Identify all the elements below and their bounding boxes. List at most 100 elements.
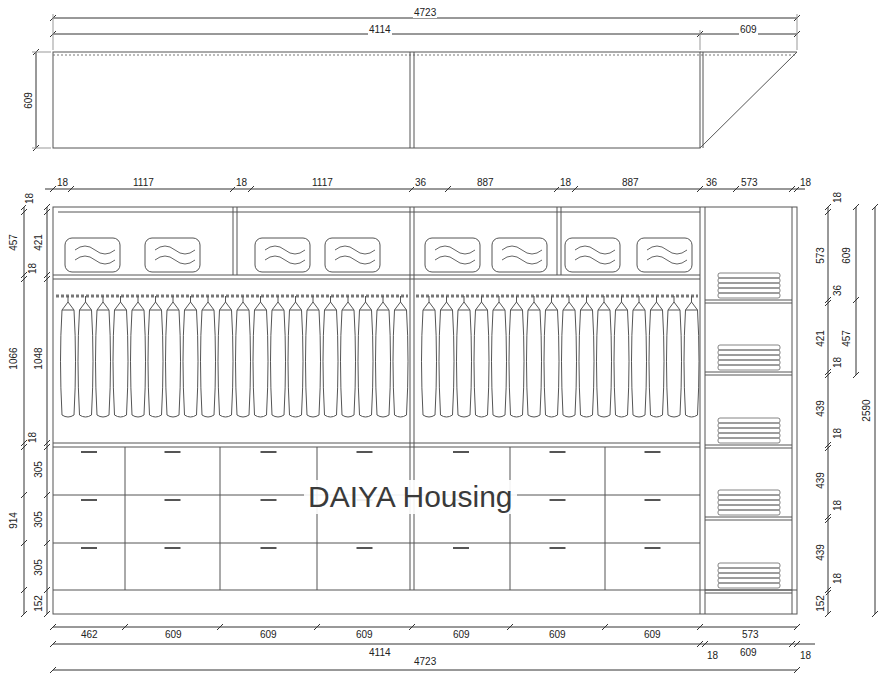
drawing-line bbox=[21, 492, 27, 498]
drawing-line bbox=[825, 369, 831, 375]
drawing-line bbox=[32, 148, 51, 149]
dimension-label: 18 bbox=[832, 356, 843, 369]
drawing-line bbox=[705, 593, 792, 594]
dimension-label: 609 bbox=[739, 647, 758, 658]
drawing-line bbox=[81, 451, 97, 453]
towel-fold bbox=[335, 256, 375, 264]
folded-clothes bbox=[718, 563, 780, 568]
drawing-line bbox=[453, 547, 469, 549]
drawing-line bbox=[44, 204, 50, 210]
towel-fold bbox=[435, 256, 475, 264]
towel-fold bbox=[502, 256, 542, 264]
dimension-label: 152 bbox=[33, 594, 44, 613]
drawing-line bbox=[44, 444, 50, 450]
folded-clothes bbox=[718, 428, 780, 433]
hanger bbox=[651, 296, 663, 310]
drawing-line bbox=[700, 52, 797, 148]
hanger bbox=[167, 296, 179, 310]
dimension-label: 439 bbox=[815, 471, 826, 490]
hanger bbox=[511, 296, 523, 310]
drawing-line bbox=[53, 447, 700, 448]
drawing-line bbox=[21, 540, 27, 546]
garment bbox=[61, 310, 76, 417]
dimension-label: 609 bbox=[23, 91, 34, 110]
hanger bbox=[581, 296, 593, 310]
drawing-line bbox=[453, 451, 469, 453]
drawing-line bbox=[56, 295, 408, 298]
drawing-line bbox=[248, 186, 254, 192]
hanger bbox=[360, 296, 372, 310]
towel-fold bbox=[75, 246, 115, 254]
drawing-line bbox=[53, 275, 700, 276]
panel bbox=[53, 52, 700, 148]
garment bbox=[684, 310, 699, 417]
towel bbox=[145, 238, 200, 272]
garment bbox=[253, 310, 268, 417]
drawing-line bbox=[797, 14, 798, 50]
hanger bbox=[237, 296, 249, 310]
towel bbox=[492, 238, 547, 272]
drawing-line bbox=[357, 547, 373, 549]
garment bbox=[131, 310, 146, 417]
dimension-label: 305 bbox=[33, 510, 44, 529]
folded-clothes bbox=[718, 573, 780, 578]
drawing-line bbox=[233, 207, 234, 275]
garment bbox=[562, 310, 577, 417]
drawing-line bbox=[550, 547, 566, 549]
garment bbox=[323, 310, 338, 417]
drawing-line bbox=[44, 611, 50, 617]
dimension-label: 1066 bbox=[8, 346, 19, 370]
folded-clothes bbox=[718, 418, 780, 423]
dimension-label: 18 bbox=[799, 650, 812, 661]
dimension-label: 887 bbox=[621, 177, 640, 188]
drawing-line bbox=[705, 207, 706, 614]
drawing-line bbox=[789, 641, 795, 647]
drawing-line bbox=[705, 375, 792, 376]
hanger bbox=[377, 296, 389, 310]
drawing-line bbox=[825, 445, 831, 451]
garment bbox=[306, 310, 321, 417]
drawing-line bbox=[825, 590, 831, 596]
hanger bbox=[132, 296, 144, 310]
dimension-label: 18 bbox=[832, 191, 843, 204]
drawing-line bbox=[825, 514, 831, 520]
drawing-line bbox=[53, 14, 54, 50]
drawing-line bbox=[261, 451, 277, 453]
drawing-line bbox=[828, 207, 829, 614]
drawing-line bbox=[165, 547, 181, 549]
hanger bbox=[423, 296, 435, 310]
folded-clothes bbox=[718, 495, 780, 500]
dimension-label: 1117 bbox=[311, 177, 334, 188]
garment bbox=[183, 310, 198, 417]
drawing-line bbox=[36, 52, 37, 148]
folded-clothes bbox=[718, 510, 780, 515]
drawing-line bbox=[856, 207, 857, 375]
folded-clothes bbox=[718, 345, 780, 350]
folded-clothes bbox=[718, 500, 780, 505]
dimension-label: 609 bbox=[164, 629, 183, 640]
dimension-label: 18 bbox=[706, 650, 719, 661]
drawing-line bbox=[58, 212, 700, 213]
drawing-line bbox=[445, 186, 451, 192]
drawing-line bbox=[550, 499, 566, 501]
drawing-line bbox=[409, 624, 415, 630]
drawing-line bbox=[825, 611, 831, 617]
garment bbox=[492, 310, 507, 417]
hanger bbox=[686, 296, 698, 310]
towel-fold bbox=[647, 256, 687, 264]
dimension-label: 609 bbox=[452, 629, 471, 640]
drawing-line bbox=[645, 451, 661, 453]
garment bbox=[649, 310, 664, 417]
towel-fold bbox=[647, 246, 687, 254]
folded-clothes bbox=[718, 433, 780, 438]
dimension-label: 573 bbox=[815, 246, 826, 265]
hanger bbox=[97, 296, 109, 310]
towel bbox=[255, 238, 310, 272]
folded-clothes bbox=[718, 273, 780, 278]
dimension-label: 1117 bbox=[132, 177, 155, 188]
drawing-line bbox=[314, 624, 320, 630]
folded-clothes bbox=[718, 360, 780, 365]
hanger bbox=[80, 296, 92, 310]
dimension-label: 36 bbox=[705, 177, 718, 188]
folded-clothes bbox=[718, 293, 780, 298]
